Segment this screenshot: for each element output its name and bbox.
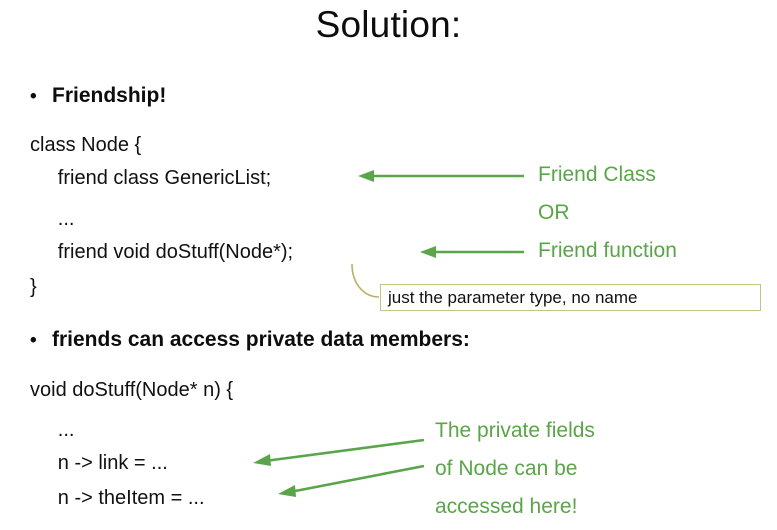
bullet-item-private-access: • friends can access private data members… (30, 328, 470, 352)
bullet-item-friendship: • Friendship! (30, 84, 166, 108)
callout-parameter-type: just the parameter type, no name (380, 284, 761, 311)
code-line-n-link: n -> link = ... (30, 452, 168, 474)
page-title: Solution: (315, 4, 462, 45)
annotation-friend-class: Friend Class (538, 163, 656, 186)
bullet-marker-icon: • (30, 330, 37, 351)
code-line-ellipsis-1: ... (30, 208, 75, 230)
arrow-friend-class-icon (358, 170, 524, 182)
code-line-close-brace: } (30, 276, 37, 298)
annotation-accessed-here: accessed here! (435, 495, 578, 518)
code-line-friend-class: friend class GenericList; (30, 167, 272, 189)
callout-leader-line (351, 263, 380, 298)
bullet-label: friends can access private data members: (52, 328, 470, 351)
arrow-friend-function-icon (420, 246, 524, 258)
arrow-private-fields-icon (253, 438, 425, 466)
code-line-friend-function: friend void doStuff(Node*); (30, 241, 294, 263)
code-line-n-theitem: n -> theItem = ... (30, 487, 205, 509)
code-line-void-dostuff: void doStuff(Node* n) { (30, 379, 234, 401)
annotation-private-fields: The private fields (435, 419, 595, 442)
arrow-of-node-icon (278, 464, 425, 497)
bullet-label: Friendship! (52, 84, 167, 107)
annotation-or: OR (538, 201, 570, 224)
annotation-friend-function: Friend function (538, 239, 677, 262)
annotation-of-node: of Node can be (435, 457, 578, 480)
bullet-marker-icon: • (30, 86, 37, 107)
code-line-class-node: class Node { (30, 134, 142, 156)
code-line-ellipsis-2: ... (30, 419, 75, 441)
